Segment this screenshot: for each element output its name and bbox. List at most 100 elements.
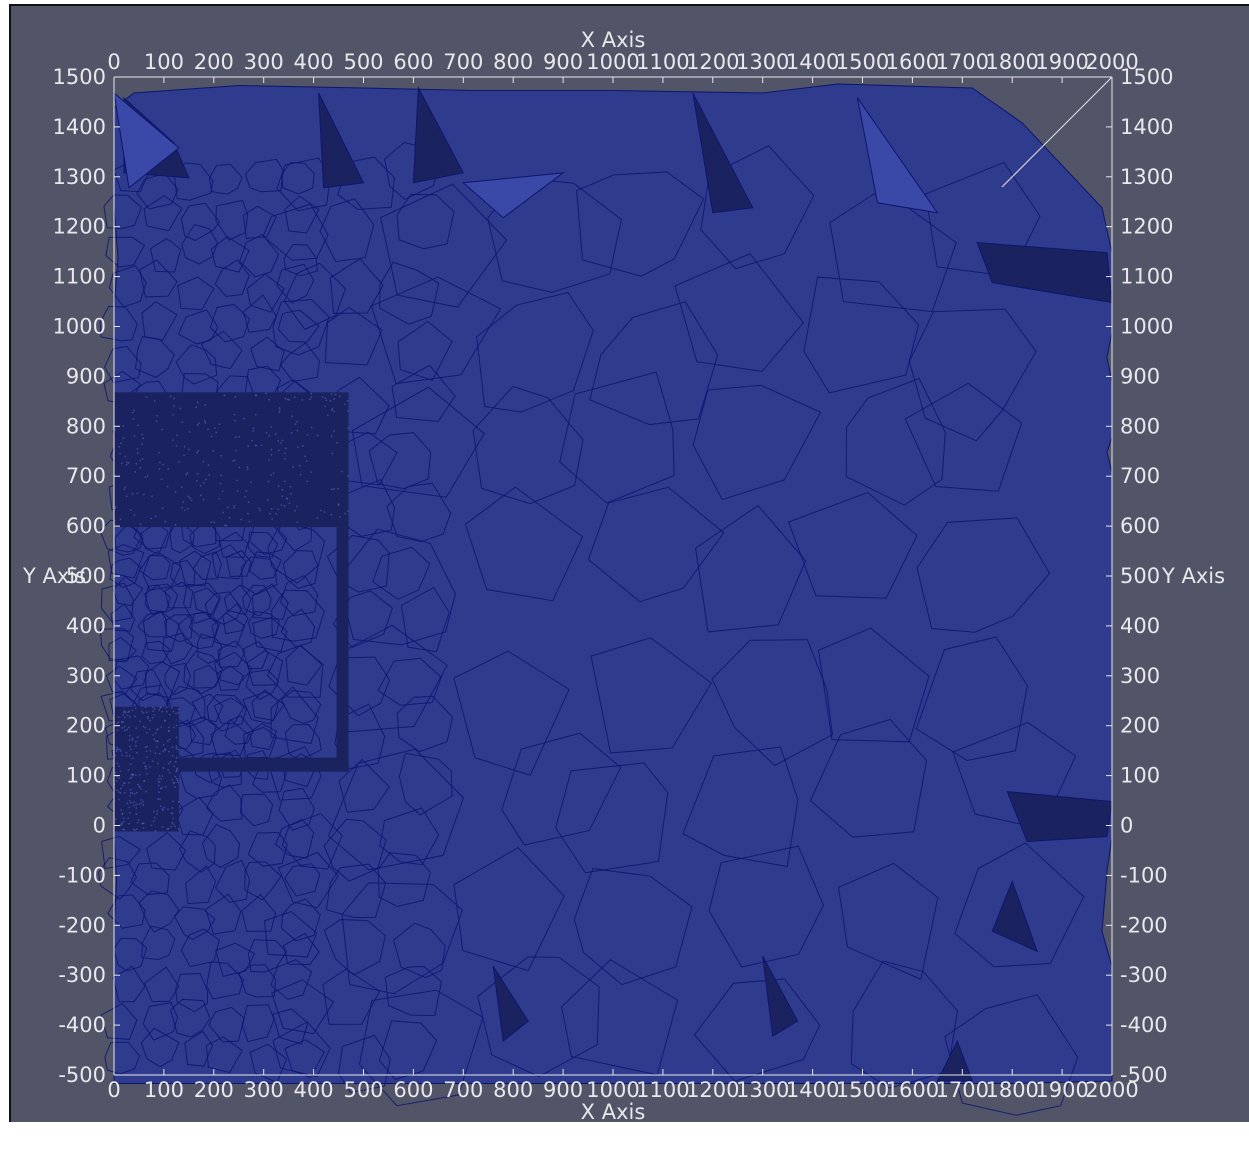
dark-facet [762,956,799,1037]
mesh-node [175,724,178,727]
dark-facet [412,86,465,184]
mesh-cell [384,966,442,1017]
mesh-node [181,421,184,423]
mesh-cell [693,978,821,1082]
x-tick-label-top: 500 [343,50,383,74]
mesh-node [214,427,216,430]
mesh-cell [191,693,224,723]
mesh-node [204,403,207,406]
mesh-node [121,727,124,729]
mesh-node [153,714,156,716]
mesh-cell [280,898,321,942]
mesh-cell [276,263,315,304]
mesh-node [188,430,191,433]
mesh-cell [251,689,280,721]
mesh-node [247,445,250,447]
mesh-node [126,714,129,717]
mesh-node [149,750,152,752]
mesh-cell [138,890,180,933]
mesh-node [156,810,159,812]
x-tick-label-top: 800 [493,50,533,74]
x-tick-label-top: 1000 [586,50,639,74]
mesh-node [118,765,120,768]
mesh-plot[interactable]: 0010010020020030030040040050050060060070… [11,6,1247,1120]
mesh-cell [108,636,137,663]
mesh-node [294,423,297,426]
mesh-node [157,784,160,787]
mesh-node [136,492,139,495]
mesh-node [131,492,134,495]
mesh-cell [180,928,220,968]
mesh-node [161,808,164,810]
mesh-node [144,476,147,479]
mesh-node [190,499,193,502]
mesh-node [121,754,123,757]
mesh-node [125,755,128,757]
y-tick-label-left: 700 [66,464,106,488]
mesh-cell [573,868,693,986]
x-tick-label-bottom: 1700 [936,1078,989,1102]
mesh-node [158,775,161,777]
mesh-node [296,521,299,524]
dark-facet [1006,791,1113,843]
mesh-node [268,398,271,401]
mesh-node [141,443,144,446]
mesh-cell [337,156,395,210]
y-tick-label-left: 400 [66,614,106,638]
mesh-node [129,791,132,794]
mesh-node [158,467,161,470]
mesh-cell [242,584,272,617]
mesh-node [136,822,139,824]
mesh-node [330,392,333,395]
mesh-cell [99,628,135,662]
mesh-node [166,485,169,488]
mesh-cell [162,632,194,665]
mesh-cell [239,233,280,278]
mesh-node [127,817,130,820]
mesh-cell [464,486,584,602]
mesh-cell [277,309,320,343]
dark-facet [936,1039,974,1082]
y-tick-label-left: 500 [66,564,106,588]
y-tick-label-left: 0 [93,814,106,838]
mesh-node [275,513,277,515]
x-tick-label-top: 1200 [686,50,739,74]
mesh-node [255,394,257,397]
mesh-cell [105,665,138,695]
mesh-cell [99,305,138,342]
mesh-cell [398,752,453,816]
mesh-cell [325,863,387,918]
mesh-cell [104,1041,141,1075]
mesh-node [206,428,209,431]
mesh-node [223,394,226,397]
mesh-node [119,518,122,521]
mesh-node [268,459,271,461]
mesh-node [199,494,202,497]
mesh-node [168,750,170,753]
mesh-cell [850,960,958,1089]
mesh-cell [142,1002,179,1041]
mesh-node [114,818,117,821]
mesh-cell [391,364,456,422]
mesh-node [218,423,221,426]
y-tick-label-left: 200 [66,714,106,738]
mesh-cell [249,723,278,751]
mesh-cell [174,906,216,941]
mesh-node [120,787,122,790]
mesh-cell [327,748,465,871]
mesh-node [299,473,302,476]
mesh-cell [954,842,1085,968]
mesh-node [174,760,177,763]
mesh-cell [379,261,440,325]
mesh-cell [201,824,241,868]
mesh-node [296,420,298,423]
y-tick-label-right: 100 [1120,764,1160,788]
mesh-node [137,819,140,821]
mesh-node [142,822,145,824]
mesh-cell [908,308,1037,442]
mesh-node [127,462,130,464]
axes-layer [113,76,1113,1076]
x-tick-label-bottom: 800 [493,1078,533,1102]
mesh-node [329,400,332,402]
